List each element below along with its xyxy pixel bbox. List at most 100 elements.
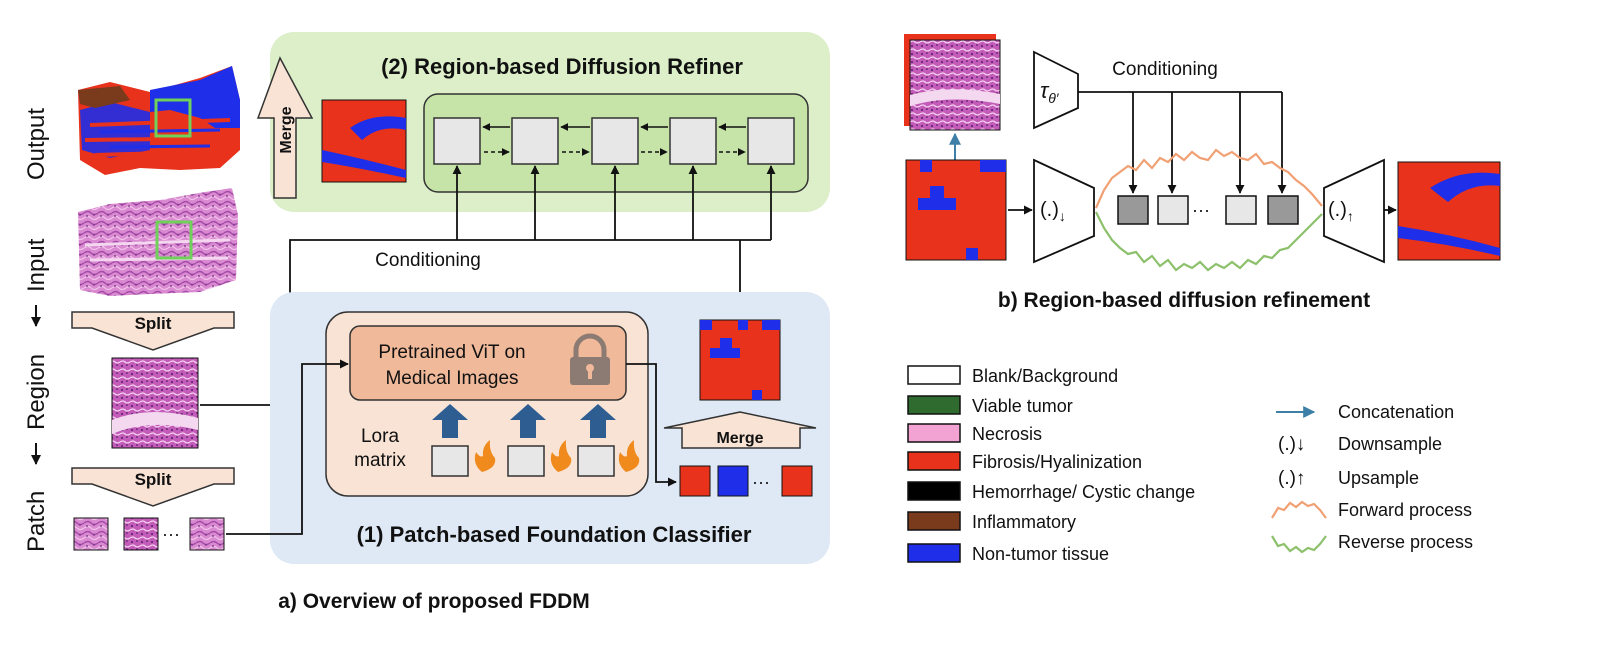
legend-op-symbol: (.)↑ <box>1278 468 1305 489</box>
downsample-subscript: ↓ <box>1059 208 1066 224</box>
legend-op-label: Forward process <box>1338 500 1472 520</box>
refiner-title: (2) Region-based Diffusion Refiner <box>381 54 743 79</box>
up-arrow-icon <box>432 404 468 438</box>
patch-input-line <box>226 359 349 535</box>
merge-arrow-horizontal: Merge <box>663 411 817 449</box>
legend-swatch <box>907 365 961 385</box>
region-image <box>111 357 199 449</box>
lora-line-1: Lora <box>361 426 399 447</box>
legend-op-symbol: (.)↓ <box>1278 434 1305 455</box>
legend-swatch <box>907 543 961 563</box>
diffusion-arrows <box>482 123 746 156</box>
input-coarse-map-b <box>905 159 1007 261</box>
diffusion-step <box>433 117 481 165</box>
legend-swatch <box>907 451 961 471</box>
upsample-subscript: ↑ <box>1347 208 1354 224</box>
patch-predictions: ··· <box>679 465 813 497</box>
legend-swatch <box>907 481 961 501</box>
side-label-region: Region <box>23 354 50 430</box>
downsample-symbol: (.) <box>1040 199 1059 221</box>
split-arrow-region: Split <box>71 311 235 351</box>
lora-matrix-box <box>577 445 615 477</box>
merge-label-horizontal: Merge <box>716 430 763 447</box>
split-label-region: Split <box>135 314 172 333</box>
latent-block <box>1117 195 1149 225</box>
svg-text:τθ′: τθ′ <box>1040 78 1060 106</box>
diffusion-step <box>591 117 639 165</box>
reverse-process-curve <box>1095 211 1323 272</box>
tau-symbol: τ <box>1040 78 1050 103</box>
svg-text:(.)↑: (.)↑ <box>1328 199 1354 224</box>
split-label-patch: Split <box>135 470 172 489</box>
fire-icon <box>550 440 572 472</box>
legend-label: Non-tumor tissue <box>972 544 1109 564</box>
patch-ellipsis: ··· <box>162 524 180 544</box>
legend-swatch <box>907 395 961 415</box>
latent-ellipsis: ··· <box>1192 200 1210 220</box>
prediction-ellipsis: ··· <box>752 472 770 492</box>
fire-icon <box>474 440 496 472</box>
legend-swatch <box>907 423 961 443</box>
lora-units <box>431 404 640 477</box>
classifier-title: (1) Patch-based Foundation Classifier <box>357 522 752 547</box>
lora-matrix-box <box>431 445 469 477</box>
side-label-patch: Patch <box>23 491 50 552</box>
legend-swatch <box>907 511 961 531</box>
reverse-process-icon <box>1271 535 1327 554</box>
upsample-symbol: (.) <box>1328 199 1347 221</box>
downsample-block: (.)↓ <box>1033 158 1095 264</box>
side-label-input: Input <box>23 238 50 292</box>
split-arrow-patch: Split <box>71 467 235 507</box>
legend-op-label: Concatenation <box>1338 402 1454 422</box>
lora-line-2: matrix <box>354 450 406 471</box>
latent-block <box>1157 195 1189 225</box>
input-wsi <box>78 188 238 296</box>
conditioning-label-b: Conditioning <box>1112 59 1218 80</box>
vit-box <box>349 325 627 401</box>
legend-classes: Blank/Background Viable tumor Necrosis F… <box>907 365 1195 564</box>
diffusion-step <box>747 117 795 165</box>
diffusion-steps <box>433 117 795 165</box>
legend-op-label: Reverse process <box>1338 532 1473 552</box>
legend-op-label: Downsample <box>1338 434 1442 454</box>
legend-label: Blank/Background <box>972 366 1118 386</box>
fire-icon <box>618 440 640 472</box>
upsample-block: (.)↑ <box>1323 158 1385 264</box>
legend-label: Inflammatory <box>972 512 1076 532</box>
up-arrow-icon <box>510 404 546 438</box>
legend-label: Necrosis <box>972 424 1042 444</box>
latent-block <box>1225 195 1257 225</box>
tau-subscript: θ′ <box>1048 90 1060 106</box>
legend-label: Fibrosis/Hyalinization <box>972 452 1142 472</box>
merge-arrow-vertical: Merge <box>256 56 314 199</box>
diffusion-step <box>669 117 717 165</box>
diffusion-step <box>511 117 559 165</box>
legend-label: Hemorrhage/ Cystic change <box>972 482 1195 502</box>
concat-stack <box>904 34 1001 131</box>
legend-label: Viable tumor <box>972 396 1073 416</box>
conditioning-lines-b <box>1078 91 1287 194</box>
forward-process-curve <box>1094 148 1323 209</box>
legend-op-label: Upsample <box>1338 468 1419 488</box>
latent-blocks: ··· <box>1117 195 1299 225</box>
vit-line-2: Medical Images <box>385 368 518 389</box>
legend-ops: Concatenation (.)↓ Downsample (.)↑ Upsam… <box>1271 402 1473 554</box>
conditioning-label-a: Conditioning <box>375 250 481 271</box>
up-arrow-icon <box>580 404 616 438</box>
refined-region-map <box>321 99 407 183</box>
lock-icon <box>570 333 610 385</box>
merge-label-vertical: Merge <box>278 106 295 153</box>
side-label-output: Output <box>23 108 50 180</box>
latent-block <box>1267 195 1299 225</box>
lora-matrix-box <box>507 445 545 477</box>
tau-encoder: τθ′ <box>1033 50 1079 130</box>
coarse-region-map <box>699 319 781 401</box>
caption-a: a) Overview of proposed FDDM <box>278 590 590 613</box>
svg-text:(.)↓: (.)↓ <box>1040 199 1066 224</box>
output-refined-map-b <box>1397 161 1501 261</box>
output-wsi-map <box>78 66 240 175</box>
vit-output-line <box>626 363 677 487</box>
forward-process-icon <box>1271 500 1327 519</box>
patch-thumbnails: ··· <box>73 517 225 551</box>
